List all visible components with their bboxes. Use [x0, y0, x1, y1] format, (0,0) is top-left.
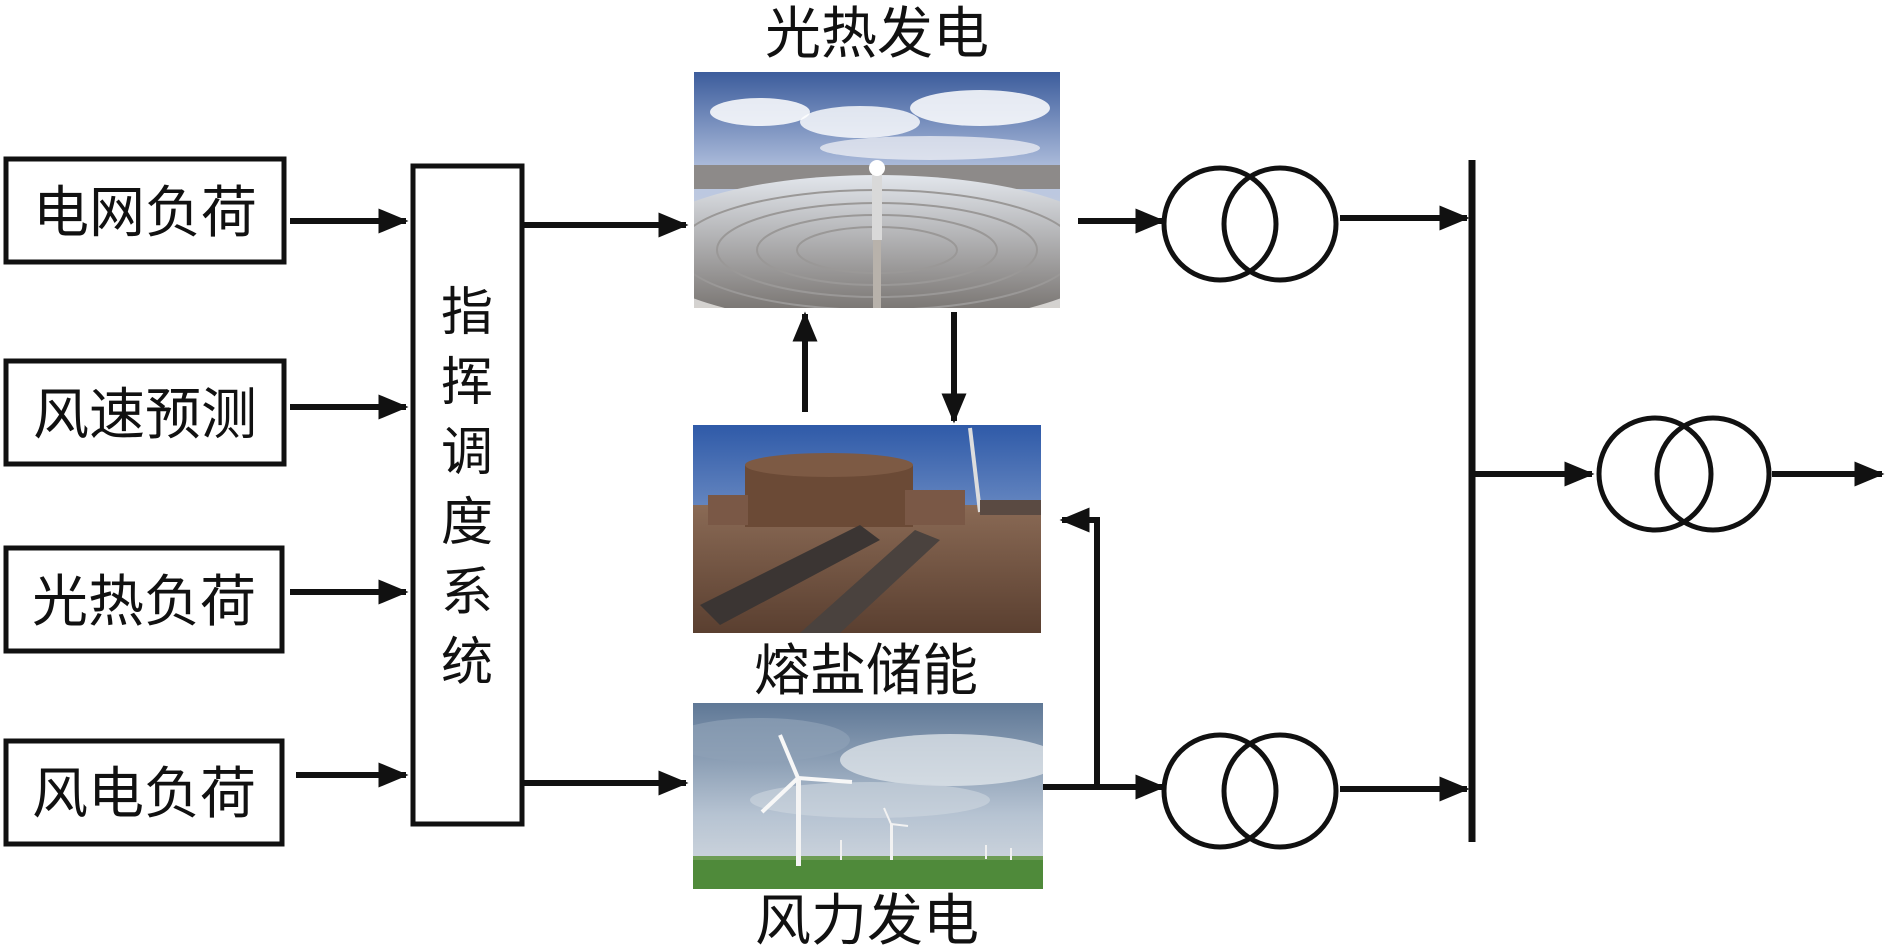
dispatch-char: 系: [441, 563, 493, 623]
input-box-wind-speed-forecast: 风速预测: [3, 358, 287, 467]
dispatch-char: 调: [441, 423, 493, 483]
input-box-wind-power-load: 风电负荷: [3, 738, 285, 847]
input-label: 光热负荷: [32, 570, 256, 635]
molten-salt-storage-image: [693, 425, 1041, 633]
transformer-output-icon: [1596, 415, 1772, 533]
wire-wind-to-storage: [1043, 517, 1100, 790]
input-box-solar-thermal-load: 光热负荷: [3, 545, 285, 654]
dispatch-char: 挥: [441, 353, 493, 413]
dispatch-char: 度: [441, 493, 493, 553]
input-label: 电网负荷: [33, 181, 257, 246]
dispatch-char: 指: [441, 283, 493, 343]
solar-thermal-caption: 光热发电: [765, 2, 989, 67]
molten-salt-caption: 熔盐储能: [754, 639, 978, 704]
transformer-wind-icon: [1161, 732, 1339, 850]
dispatch-char: 统: [441, 633, 493, 693]
wind-power-caption: 风力发电: [755, 889, 979, 950]
solar-thermal-plant-image: [694, 72, 1060, 308]
input-label: 风速预测: [33, 383, 257, 448]
dispatch-system-box: 指 挥 调 度 系 统: [410, 163, 525, 827]
input-label: 风电负荷: [32, 762, 256, 827]
transformer-solar-icon: [1161, 165, 1339, 283]
wind-farm-image: [693, 703, 1043, 889]
input-box-grid-load: 电网负荷: [3, 156, 287, 265]
